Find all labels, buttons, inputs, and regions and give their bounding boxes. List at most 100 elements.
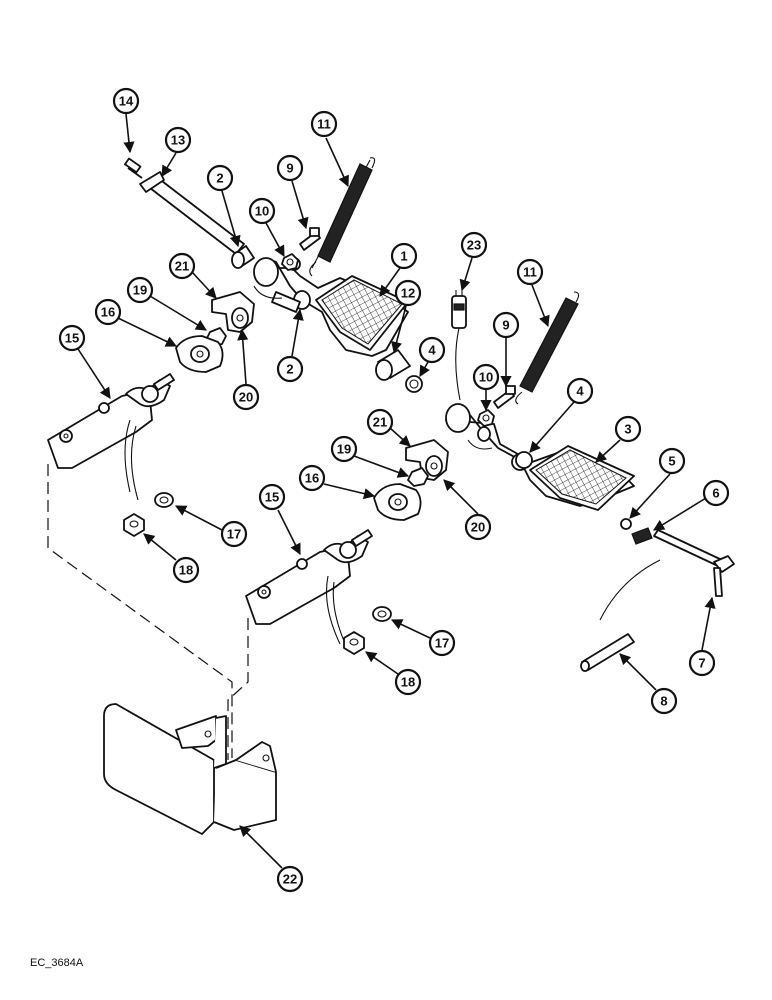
latch-washer [620,518,632,530]
callout-label: 4 [576,384,584,399]
latch-rod [599,529,735,621]
callout-17-lower: 17 [390,619,456,657]
callout-10-upper: 10 [248,197,285,257]
callout-label: 3 [624,422,631,437]
callout-label: 9 [286,161,293,176]
callout-18-upper: 18 [143,533,200,584]
assembly-lines [47,464,249,760]
callout-label: 20 [471,520,485,535]
callout-18-lower: 18 [365,651,422,696]
washer-upper [154,492,174,508]
callout-label: 9 [502,318,509,333]
brake-pedal-left [253,257,409,357]
callout-21-upper: 21 [168,252,217,299]
nut-cylinder-upper [123,513,145,537]
clevis-nut-lower [407,467,429,487]
callout-20-lower: 20 [443,479,492,541]
callout-1: 1 [379,242,418,297]
callout-label: 11 [523,265,537,280]
callout-5: 5 [629,447,686,519]
bolt-upper [299,227,321,251]
callout-15-upper: 15 [58,324,111,399]
callout-label: 5 [668,454,675,469]
nut-cylinder-lower [343,631,365,655]
callout-label: 19 [133,283,147,298]
callout-label: 21 [373,415,387,430]
callout-label: 8 [660,694,667,709]
callout-16-upper: 16 [94,298,178,347]
latch-pin [580,633,635,672]
master-cylinder-upper [47,373,175,501]
callout-label: 20 [239,390,253,405]
figure-code: EC_3684A [30,957,84,969]
callout-3: 3 [595,415,642,463]
callout-label: 2 [286,362,293,377]
callout-label: 12 [401,286,415,301]
clevis-upper [211,291,255,333]
callout-2-upper: 2 [206,164,241,248]
master-cylinder-lower [245,529,373,651]
nut-upper [281,253,299,271]
mounting-bracket [103,703,277,835]
callout-label: 17 [435,636,449,651]
return-spring-lower [515,291,580,405]
callout-label: 17 [227,527,241,542]
callout-23: 23 [459,231,488,292]
callout-8: 8 [619,653,678,715]
callout-11-upper: 11 [310,110,349,188]
callout-20-upper: 20 [232,328,260,411]
stop-light-switch [451,290,467,401]
callout-19-lower: 19 [330,435,410,478]
return-spring-upper [309,157,376,277]
bolt-lower [493,385,516,409]
mounting-plate-lower [373,483,422,521]
callout-12: 12 [391,279,422,354]
callout-label: 10 [255,204,269,219]
nut-lower [477,409,495,427]
pivot-shaft [124,157,245,255]
callout-16-lower: 16 [298,464,376,500]
callout-label: 19 [337,442,351,457]
callout-label: 16 [101,305,115,320]
callout-label: 2 [216,171,223,186]
callout-label: 23 [467,238,481,253]
callout-label: 16 [305,471,319,486]
bushing-4-upper [405,375,423,393]
callout-2-lower: 2 [276,308,304,383]
callout-13: 13 [161,126,192,177]
latch-spring [631,527,653,545]
callout-label: 4 [428,343,436,358]
bushing-upper [231,245,255,269]
clevis-lower [405,439,449,481]
callout-label: 15 [65,331,79,346]
callout-9-upper: 9 [276,154,309,230]
callout-label: 14 [119,94,134,109]
callout-label: 10 [479,370,493,385]
brake-pedal-right [445,403,635,511]
callout-6: 6 [653,479,730,531]
callout-9-lower: 9 [492,311,520,388]
callout-label: 18 [401,675,415,690]
callout-label: 11 [317,117,331,132]
callout-22: 22 [239,825,304,893]
callout-10-lower: 10 [472,363,500,412]
callout-11-lower: 11 [516,258,550,328]
callout-label: 6 [712,486,719,501]
callout-14: 14 [112,87,140,154]
callout-label: 15 [265,490,279,505]
callout-21-lower: 21 [366,408,411,447]
callout-4-upper: 4 [418,336,446,377]
callout-19-upper: 19 [126,276,207,331]
callout-17-upper: 17 [175,505,248,548]
callout-label: 22 [283,872,297,887]
callout-label: 7 [698,656,705,671]
bushing-12 [375,349,411,381]
callout-15-lower: 15 [258,483,301,556]
callout-7: 7 [688,596,716,677]
callout-label: 21 [175,259,189,274]
callout-label: 18 [179,563,193,578]
bushing-4-lower [515,451,533,469]
mounting-plate-upper [175,335,224,373]
callout-4-lower: 4 [529,377,594,453]
